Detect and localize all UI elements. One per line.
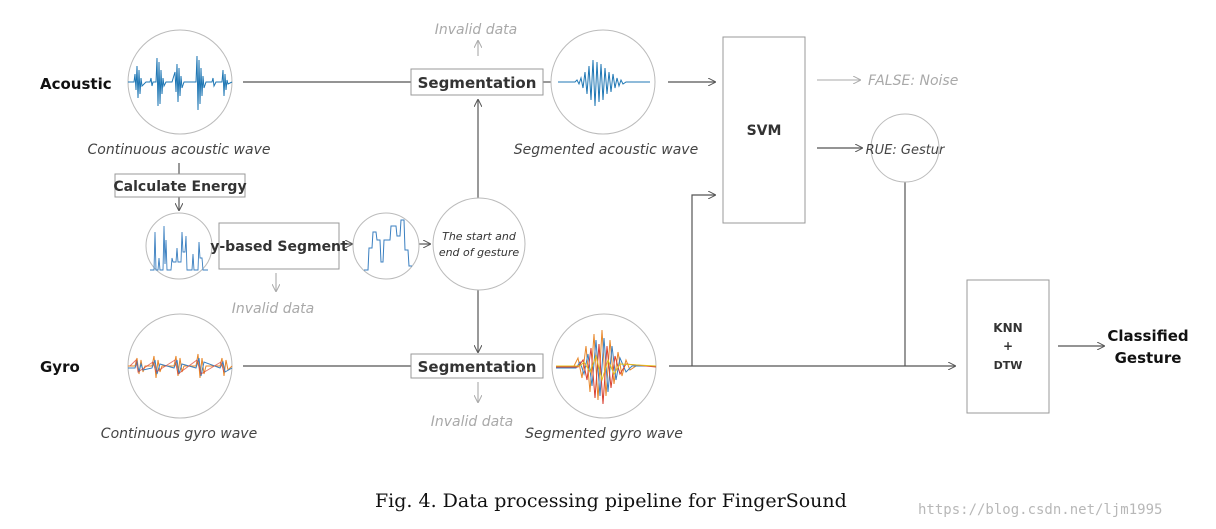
figure-caption: Fig. 4. Data processing pipeline for Fin…: [375, 490, 847, 512]
acoustic-waveform: [128, 55, 233, 111]
connectors: [179, 82, 1104, 366]
energy-segment-box: [218, 222, 340, 270]
true-gesture-circle: [870, 113, 940, 183]
segmented-gyro-caption: Segmented gyro wave: [525, 426, 683, 442]
segmentation-top-label: Segmentation: [418, 74, 537, 92]
segmentation-bottom-label: Segmentation: [418, 358, 537, 376]
svm-label: SVM: [747, 123, 782, 139]
continuous-acoustic-caption: Continuous acoustic wave: [88, 142, 271, 158]
segmented-gyro-waveform: [556, 329, 657, 405]
segmentation-top-box: [410, 68, 544, 96]
true-gesture-label: RUE: Gestur: [866, 143, 946, 158]
invalid-data-bottom: Invalid data: [431, 414, 514, 430]
segmentation-bottom-box: [410, 353, 544, 379]
svm-box: [722, 36, 806, 224]
start-end-label-2: end of gesture: [439, 246, 520, 259]
start-end-label-1: The start and: [442, 230, 517, 243]
gyro-waveform: [128, 353, 233, 379]
calculate-energy-label: Calculate Energy: [113, 179, 246, 195]
calculate-energy-box: [114, 173, 246, 198]
continuous-gyro-caption: Continuous gyro wave: [101, 426, 257, 442]
energy-waveform: [150, 225, 208, 271]
segmented-energy-waveform: [364, 219, 412, 271]
segmented-acoustic-caption: Segmented acoustic wave: [514, 142, 698, 158]
knn-dtw-box: [966, 279, 1050, 414]
acoustic-label: Acoustic: [40, 75, 112, 93]
false-noise-label: FALSE: Noise: [868, 73, 958, 89]
segmented-acoustic-waveform: [558, 59, 650, 107]
energy-wave-image: [145, 212, 213, 280]
invalid-data-top: Invalid data: [435, 22, 518, 38]
segmented-energy-image: [352, 212, 420, 280]
invalid-data-mid: Invalid data: [232, 301, 315, 317]
gyro-label: Gyro: [40, 358, 80, 376]
classified-label-2: Gesture: [1115, 349, 1182, 367]
start-end-circle: [432, 197, 526, 291]
classified-label-1: Classified: [1107, 327, 1188, 345]
watermark: https://blog.csdn.net/ljm1995: [918, 502, 1162, 518]
segmented-acoustic-wave-image: [550, 29, 656, 135]
dtw-label: DTW: [994, 359, 1023, 372]
gyro-to-svm-arrow: [691, 195, 715, 366]
knn-label: KNN: [993, 321, 1022, 335]
energy-segment-label: y-based Segment: [210, 239, 348, 255]
plus-label: +: [1003, 339, 1013, 353]
